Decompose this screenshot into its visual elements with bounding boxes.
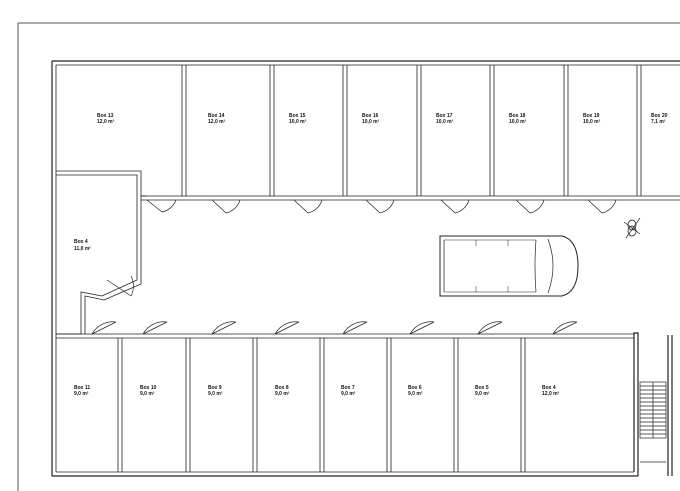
room-name: Box 7 [341, 385, 355, 391]
room-name: Box 13 [97, 113, 114, 119]
staircase [639, 381, 667, 463]
room-label: Box 79,0 m² [341, 385, 356, 397]
room-name: Box 8 [275, 385, 289, 391]
room-name: Box 18 [509, 113, 526, 119]
room-label: Box 412,0 m² [542, 385, 560, 397]
room-area: 9,0 m² [341, 391, 356, 397]
room-label: Box 99,0 m² [208, 385, 223, 397]
room-name: Box 16 [362, 113, 379, 119]
room-area: 9,0 m² [275, 391, 290, 397]
room-area: 12,0 m² [542, 391, 560, 397]
room-name: Box 19 [583, 113, 600, 119]
room-area: 10,0 m² [436, 119, 454, 125]
room-name: Box 14 [208, 113, 225, 119]
room-label: Box 119,0 m² [74, 385, 90, 397]
room-name: Box 4 [542, 385, 556, 391]
room-area: 9,0 m² [140, 391, 155, 397]
room-area: 9,0 m² [74, 391, 89, 397]
outer-walls [51, 60, 680, 477]
room-area: 7,1 m² [651, 119, 666, 125]
room-area: 10,0 m² [362, 119, 380, 125]
room-area: 10,0 m² [509, 119, 527, 125]
room-name: Box 6 [408, 385, 422, 391]
bottom-room-walls [56, 333, 634, 472]
doors-bottom [91, 321, 578, 335]
doors-top [146, 199, 617, 214]
room-area: 9,0 m² [408, 391, 423, 397]
room-name: Box 20 [651, 113, 668, 119]
room-area: 11,0 m² [74, 246, 91, 252]
room-label: Box 109,0 m² [140, 385, 157, 397]
top-room-walls [56, 65, 680, 201]
room-area: 12,0 m² [208, 119, 226, 125]
light-fixture-icon [623, 217, 641, 239]
room-label: Box 69,0 m² [408, 385, 423, 397]
room-name: Box 4 [74, 239, 88, 245]
room-area: 10,0 m² [289, 119, 307, 125]
room-name: Box 5 [475, 385, 489, 391]
door-left [106, 275, 134, 297]
left-room-walls [56, 174, 142, 335]
room-name: Box 17 [436, 113, 453, 119]
room-name: Box 11 [74, 385, 90, 391]
room-name: Box 10 [140, 385, 157, 391]
room-area: 10,0 m² [583, 119, 601, 125]
room-label: Box 89,0 m² [275, 385, 290, 397]
sheet-border [17, 22, 680, 491]
room-name: Box 9 [208, 385, 222, 391]
room-name: Box 15 [289, 113, 306, 119]
room-area: 9,0 m² [475, 391, 490, 397]
room-label: Box 59,0 m² [475, 385, 490, 397]
room-area: 9,0 m² [208, 391, 223, 397]
room-label: Box 207,1 m² [651, 113, 668, 125]
room-area: 12,0 m² [97, 119, 115, 125]
van-icon [439, 235, 579, 297]
room-label-left: Box 4 11,0 m² [74, 239, 91, 252]
